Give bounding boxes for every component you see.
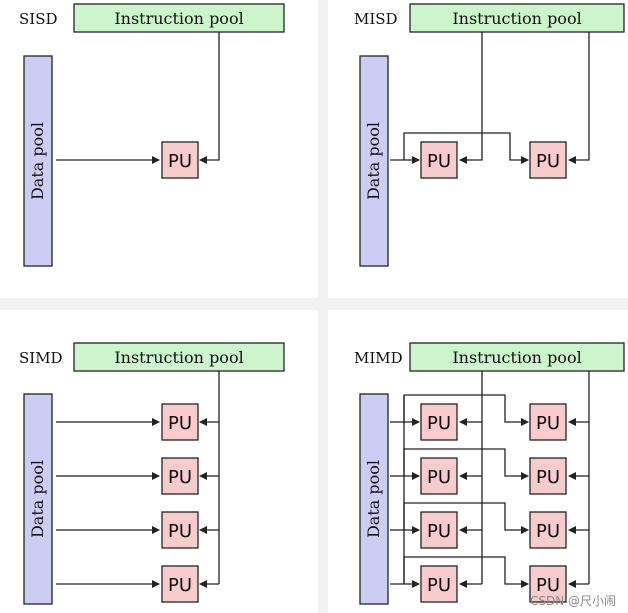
instruction-pool [409,3,625,33]
pu-box [161,403,199,441]
watermark: CSDN @尺小闹 [529,594,616,608]
pu-label: PU [168,413,192,434]
pu-box [161,457,199,495]
pu-label: PU [168,575,192,596]
data-pool-label: Data pool [28,122,47,200]
instruction-pool [73,342,285,372]
data-pool-label: Data pool [28,460,47,538]
pu-box [161,565,199,603]
pu-box [529,403,567,441]
instruction-pool [409,342,625,372]
arrow [568,32,590,164]
pu-box [529,565,567,603]
pu-box [529,457,567,495]
connector-lines [56,32,590,588]
panel-title-sisd: SISD [19,10,58,28]
pu-label: PU [427,467,451,488]
data-pool-label: Data pool [364,122,383,200]
pu-box [529,511,567,549]
pu-label: PU [168,521,192,542]
pu-label: PU [536,467,560,488]
pu-box [161,511,199,549]
arrow [199,32,220,164]
arrow [459,32,483,164]
pu-label: PU [536,575,560,596]
pu-box [529,141,567,179]
panel-title-simd: SIMD [19,349,63,367]
instruction-pool [73,3,285,33]
pu-label: PU [536,521,560,542]
pu-label: PU [427,521,451,542]
pu-box [420,457,458,495]
pu-label: PU [168,151,192,172]
instruction-pool-label: Instruction pool [452,9,581,28]
panel-title-misd: MISD [354,10,398,28]
panel-sisd [0,0,318,298]
pu-label: PU [168,467,192,488]
pu-box [420,403,458,441]
arrow [403,132,529,164]
pu-label: PU [427,413,451,434]
pu-label: PU [536,413,560,434]
pu-label: PU [536,151,560,172]
data-pool [23,55,53,267]
pu-box [420,565,458,603]
data-pool [23,393,53,605]
instruction-pool-label: Instruction pool [452,348,581,367]
pu-label: PU [427,151,451,172]
instruction-pool-label: Instruction pool [114,348,243,367]
data-pool-label: Data pool [364,460,383,538]
data-pool [359,55,389,267]
pu-box [420,511,458,549]
pu-box [420,141,458,179]
pu-box [161,141,199,179]
instruction-pool-label: Instruction pool [114,9,243,28]
panel-title-mimd: MIMD [354,349,403,367]
pu-label: PU [427,575,451,596]
data-pool [359,393,389,605]
